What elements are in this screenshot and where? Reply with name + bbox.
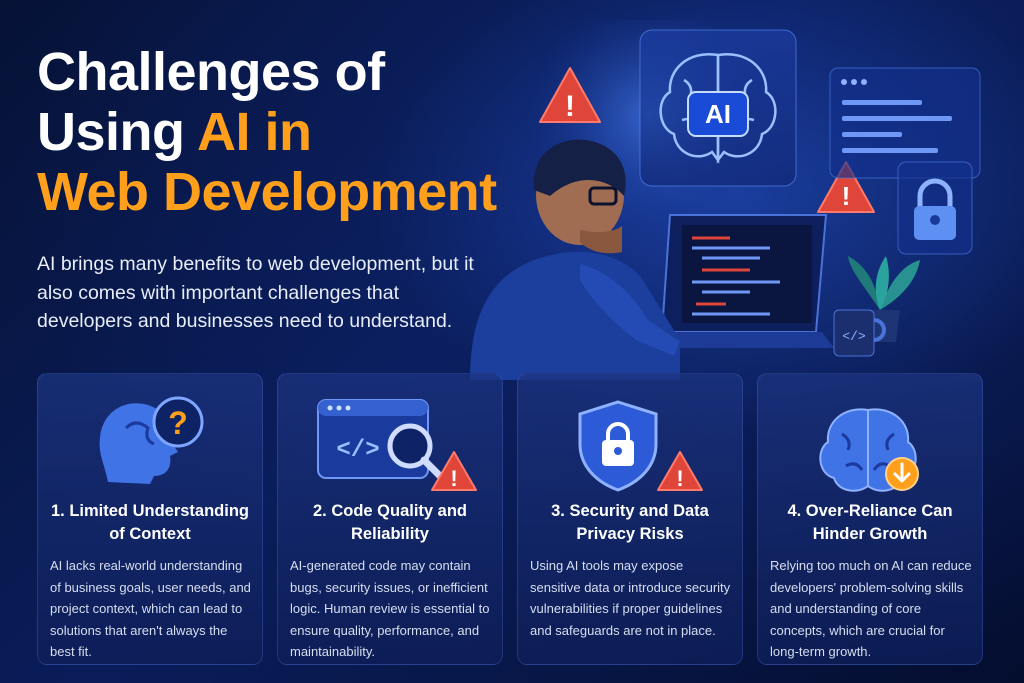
card-body: AI-generated code may contain bugs, secu… (290, 558, 490, 659)
title-line-2: Using AI in (37, 102, 312, 162)
mug-icon: </> (833, 309, 886, 357)
brain-icon (659, 52, 777, 164)
svg-text:!: ! (842, 181, 851, 211)
card-title: 3. Security and Data Privacy Risks (551, 502, 709, 543)
card-title: 1. Limited Understanding of Context (50, 502, 250, 543)
card-body: AI lacks real-world understanding of bus… (50, 558, 251, 659)
developer-figure (470, 139, 680, 380)
lock-icon (897, 161, 973, 255)
laptop-icon (636, 214, 834, 348)
svg-text:?: ? (168, 405, 188, 441)
card-body: Using AI tools may expose sensitive data… (530, 558, 731, 638)
intro-text: AI brings many benefits to web developme… (37, 253, 474, 332)
warning-icon: ! (539, 67, 601, 123)
svg-text:!: ! (565, 90, 575, 123)
title-line-1: Challenges of (37, 42, 385, 102)
title-highlight: AI in (197, 102, 312, 162)
page-title: Challenges of Using AI in Web Developmen… (37, 42, 497, 222)
svg-text:</>: </> (336, 437, 379, 464)
shield-lock-warning-icon: ! (578, 400, 703, 492)
svg-text:!: ! (450, 466, 457, 491)
challenge-card-4: 4. Over-Reliance Can Hinder Growth Relyi… (757, 373, 983, 665)
head-question-icon: ? (99, 396, 204, 484)
code-magnifier-warning-icon: </> ! (317, 399, 477, 491)
svg-text:!: ! (676, 466, 683, 491)
card-title: 4. Over-Reliance Can Hinder Growth (787, 502, 953, 543)
brain-down-arrow-icon (819, 408, 919, 492)
svg-text:AI: AI (705, 99, 731, 129)
svg-text:</>: </> (842, 329, 866, 344)
card-title: 2. Code Quality and Reliability (312, 502, 468, 543)
challenge-card-1: ? 1. Limited Understanding of Context AI… (37, 373, 263, 665)
card-body: Relying too much on AI can reduce develo… (770, 558, 972, 659)
challenge-card-2: </> ! 2. Code Quality and Reliability AI… (277, 373, 503, 665)
hero-illustration: AI ! ! (470, 20, 981, 380)
challenge-card-3: ! 3. Security and Data Privacy Risks Usi… (517, 373, 743, 665)
warning-icon: ! (817, 161, 875, 213)
title-line-3: Web Development (37, 162, 497, 222)
code-panel (829, 67, 981, 179)
